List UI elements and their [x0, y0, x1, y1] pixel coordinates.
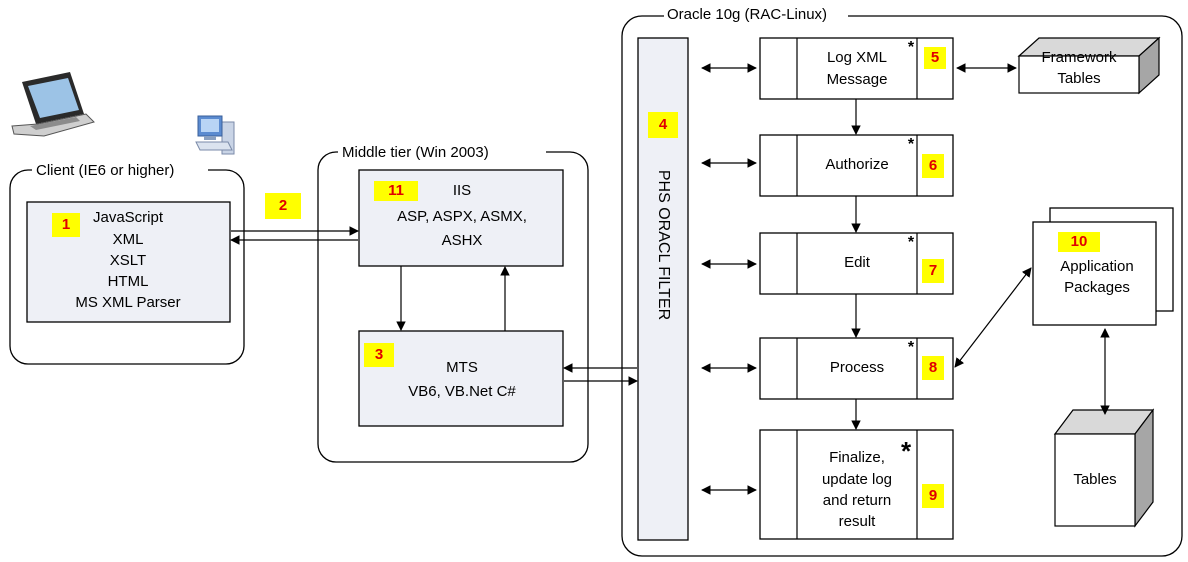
framework-tables-line-1: Framework	[1041, 49, 1117, 66]
badge-6	[922, 154, 944, 178]
badge-9	[922, 484, 944, 508]
badge-10	[1058, 232, 1100, 252]
step-9-line-2: update log	[822, 471, 892, 488]
step-7-line-1: Edit	[844, 254, 871, 271]
client-line-xml: XML	[113, 231, 144, 248]
badge-7	[922, 259, 944, 283]
tables-label: Tables	[1073, 471, 1116, 488]
step-5-line-1: Log XML	[827, 49, 887, 66]
step-5-star: *	[908, 39, 915, 56]
step-8-line-1: Process	[830, 359, 884, 376]
badge-9-label: 9	[929, 487, 937, 504]
badge-2	[265, 193, 301, 219]
badge-8	[922, 356, 944, 380]
badge-2-label: 2	[279, 197, 287, 214]
oracle-group: Oracle 10g (RAC-Linux)	[621, 6, 1183, 557]
filter-label: PHS ORACL FILTER	[655, 170, 672, 320]
step-9-line-1: Finalize,	[829, 449, 885, 466]
client-line-html: HTML	[108, 273, 149, 290]
client-line-javascript: JavaScript	[93, 209, 164, 226]
step-edit: Edit * 7	[759, 232, 954, 295]
step-6-star: *	[908, 136, 915, 153]
framework-tables-line-2: Tables	[1057, 70, 1100, 87]
client-group: Client (IE6 or higher)	[9, 162, 245, 365]
middle-tier-group: Middle tier (Win 2003)	[317, 144, 589, 463]
step-5-line-2: Message	[827, 71, 888, 88]
iis-line-ashx: ASHX	[442, 232, 483, 249]
framework-tables-cube: Framework Tables	[1017, 36, 1161, 95]
oracle-filter: 4 PHS ORACL FILTER	[637, 37, 689, 541]
step-log-xml-message: Log XML Message * 5	[759, 37, 954, 100]
badge-1-label: 1	[62, 216, 70, 233]
badge-4-label: 4	[659, 116, 668, 133]
step-7-star: *	[908, 234, 915, 251]
step-9-line-3: and return	[823, 492, 891, 509]
tables-cube: Tables	[1053, 408, 1155, 528]
badge-5-label: 5	[931, 49, 939, 66]
oracle-group-title: Oracle 10g (RAC-Linux)	[667, 6, 827, 23]
client-line-ms-xml-parser: MS XML Parser	[75, 294, 180, 311]
app-packages-line-1: Application	[1060, 258, 1133, 275]
badge-5	[924, 47, 946, 69]
mts-line-mts: MTS	[446, 359, 478, 376]
iis-line-asp: ASP, ASPX, ASMX,	[397, 208, 527, 225]
badge-8-label: 8	[929, 359, 937, 376]
badge-11-label: 11	[388, 182, 404, 199]
step-9-line-4: result	[839, 513, 877, 530]
badge-7-label: 7	[929, 262, 937, 279]
app-packages-line-2: Packages	[1064, 279, 1130, 296]
client-group-title: Client (IE6 or higher)	[36, 162, 174, 179]
badge-1	[52, 213, 80, 237]
step-authorize: Authorize * 6	[759, 134, 954, 197]
iis-line-iis: IIS	[453, 182, 471, 199]
application-packages-box: 10 Application Packages	[1032, 207, 1174, 326]
step-8-star: *	[908, 339, 915, 356]
badge-4	[648, 112, 678, 138]
step-9-star: *	[901, 436, 912, 466]
desktop-computer-icon	[195, 115, 235, 155]
badge-10-label: 10	[1071, 233, 1088, 250]
iis-box: 11 IIS ASP, ASPX, ASMX, ASHX	[358, 169, 564, 267]
laptop-icon	[11, 72, 95, 137]
mts-box: 3 MTS VB6, VB.Net C#	[358, 330, 564, 427]
mts-line-vb: VB6, VB.Net C#	[408, 383, 516, 400]
badge-3-label: 3	[375, 346, 383, 363]
step-process: Process * 8	[759, 337, 954, 400]
connectors	[230, 63, 1110, 495]
badge-6-label: 6	[929, 157, 937, 174]
step-6-line-1: Authorize	[825, 156, 888, 173]
badge-3	[364, 343, 394, 367]
step-finalize: Finalize, update log and return result *…	[759, 429, 954, 540]
badge-11	[374, 181, 418, 201]
client-box: 1 JavaScript XML XSLT HTML MS XML Parser	[26, 201, 231, 323]
client-line-xslt: XSLT	[110, 252, 146, 269]
middle-tier-group-title: Middle tier (Win 2003)	[342, 144, 489, 161]
